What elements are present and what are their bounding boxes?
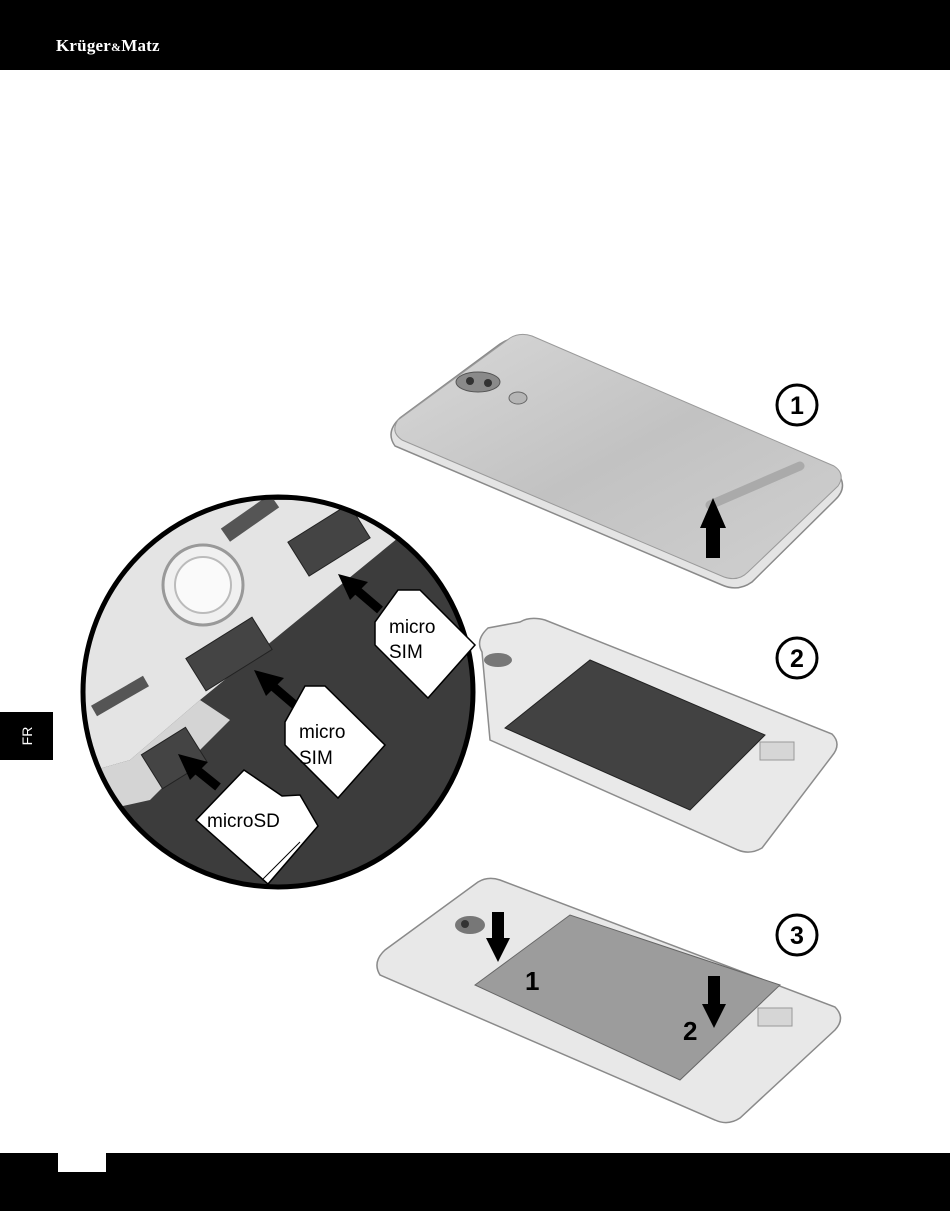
step-badge-3: 3 xyxy=(777,915,817,955)
arrow-label-1: 1 xyxy=(525,966,539,996)
phone-step-1 xyxy=(391,334,843,587)
sim-1-label-top: micro xyxy=(389,617,435,638)
footer-bar xyxy=(0,1153,950,1211)
step-badge-2: 2 xyxy=(777,638,817,678)
arrow-label-2: 2 xyxy=(683,1016,697,1046)
page-number-box xyxy=(58,1153,106,1172)
step-number-2: 2 xyxy=(790,645,804,673)
sim-1-label-bottom: SIM xyxy=(389,642,423,663)
sim-2-label-bottom: SIM xyxy=(299,748,333,769)
sd-label: microSD xyxy=(207,811,280,832)
step-badge-1: 1 xyxy=(777,385,817,425)
step-number-3: 3 xyxy=(790,922,804,950)
step-number-1: 1 xyxy=(790,392,804,420)
sim-2-label-top: micro xyxy=(299,722,345,743)
phone-step-3 xyxy=(377,878,841,1122)
